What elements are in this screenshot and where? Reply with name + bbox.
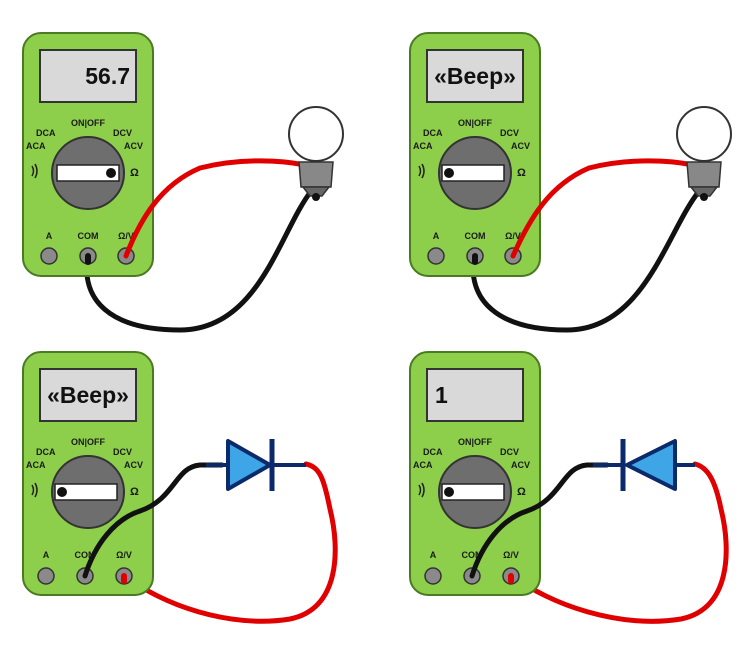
label-dca: DCA [36, 447, 56, 457]
red-probe-wire [510, 461, 729, 624]
panel-3: «Beep» ON|OFF DCA ACA DCV ACV Ω A COM Ω/… [22, 351, 338, 624]
display-reading: 1 [435, 382, 448, 408]
label-acv: ACV [124, 141, 143, 151]
red-probe-wire [123, 158, 308, 259]
label-aca: ACA [26, 460, 46, 470]
black-probe-wire [470, 187, 703, 333]
label-dcv: DCV [113, 128, 132, 138]
display-screen [39, 49, 137, 103]
diode-forward-icon [206, 439, 306, 491]
label-dca: DCA [423, 128, 443, 138]
label-ohm: Ω [130, 167, 139, 179]
multimeter: 1 ON|OFF DCA ACA DCV ACV Ω A COM Ω/V [409, 351, 541, 596]
label-dca: DCA [36, 128, 56, 138]
label-aca: ACA [413, 460, 433, 470]
black-probe-wire [82, 462, 225, 579]
label-ohm: Ω [517, 486, 526, 498]
multimeter: «Beep» ON|OFF DCA ACA DCV ACV Ω A COM Ω/… [22, 351, 154, 596]
jack-a[interactable] [427, 247, 445, 265]
display-screen [426, 368, 524, 422]
label-dca: DCA [423, 447, 443, 457]
panel-2: «Beep» ON|OFF DCA ACA DCV ACV Ω A COM Ω/… [409, 32, 732, 333]
label-on-off: ON|OFF [458, 118, 493, 128]
jack-a[interactable] [37, 567, 55, 585]
light-bulb-icon [288, 106, 344, 201]
rotary-dial[interactable] [438, 455, 512, 529]
buzzer-icon [31, 163, 38, 179]
label-aca: ACA [26, 141, 46, 151]
label-dcv: DCV [500, 447, 519, 457]
black-probe-wire [469, 462, 610, 579]
label-jack-ohm-v: Ω/V [118, 231, 134, 241]
light-bulb-icon [676, 106, 732, 201]
multimeter: 56.7 ON|OFF DCA ACA DCV ACV Ω A COM Ω/V [22, 32, 154, 277]
label-jack-com: COM [78, 231, 99, 241]
label-jack-a: A [43, 550, 50, 560]
label-acv: ACV [124, 460, 143, 470]
label-jack-com: COM [75, 550, 96, 560]
red-probe-wire [123, 461, 338, 624]
label-on-off: ON|OFF [71, 118, 106, 128]
jack-a[interactable] [40, 247, 58, 265]
display-screen [39, 368, 137, 422]
label-jack-ohm-v: Ω/V [116, 550, 132, 560]
label-dcv: DCV [113, 447, 132, 457]
dial-pointer [56, 164, 120, 182]
label-on-off: ON|OFF [71, 437, 106, 447]
label-acv: ACV [511, 460, 530, 470]
multimeter: «Beep» ON|OFF DCA ACA DCV ACV Ω A COM Ω/… [409, 32, 541, 277]
diode-reverse-icon [593, 439, 695, 491]
black-probe-wire [84, 187, 315, 333]
dial-pointer [441, 483, 505, 501]
red-probe-wire [510, 158, 696, 259]
display-reading: «Beep» [47, 382, 129, 408]
label-dcv: DCV [500, 128, 519, 138]
label-jack-a: A [46, 231, 53, 241]
display-screen [426, 49, 524, 103]
jack-a[interactable] [424, 567, 442, 585]
rotary-dial[interactable] [51, 455, 125, 529]
dial-pointer [441, 164, 505, 182]
display-reading: 56.7 [85, 63, 130, 89]
rotary-dial[interactable] [51, 136, 125, 210]
label-jack-ohm-v: Ω/V [503, 550, 519, 560]
label-ohm: Ω [130, 486, 139, 498]
display-reading: «Beep» [434, 63, 516, 89]
label-jack-ohm-v: Ω/V [505, 231, 521, 241]
label-jack-com: COM [465, 231, 486, 241]
rotary-dial[interactable] [438, 136, 512, 210]
panel-1: 56.7 ON|OFF DCA ACA DCV ACV Ω A COM Ω/V [22, 32, 344, 333]
buzzer-icon [418, 482, 425, 498]
panel-4: 1 ON|OFF DCA ACA DCV ACV Ω A COM Ω/V [409, 351, 729, 624]
label-on-off: ON|OFF [458, 437, 493, 447]
label-aca: ACA [413, 141, 433, 151]
label-ohm: Ω [517, 167, 526, 179]
label-jack-a: A [430, 550, 437, 560]
label-jack-com: COM [462, 550, 483, 560]
label-acv: ACV [511, 141, 530, 151]
buzzer-icon [31, 482, 38, 498]
dial-pointer [54, 483, 118, 501]
label-jack-a: A [433, 231, 440, 241]
buzzer-icon [418, 163, 425, 179]
